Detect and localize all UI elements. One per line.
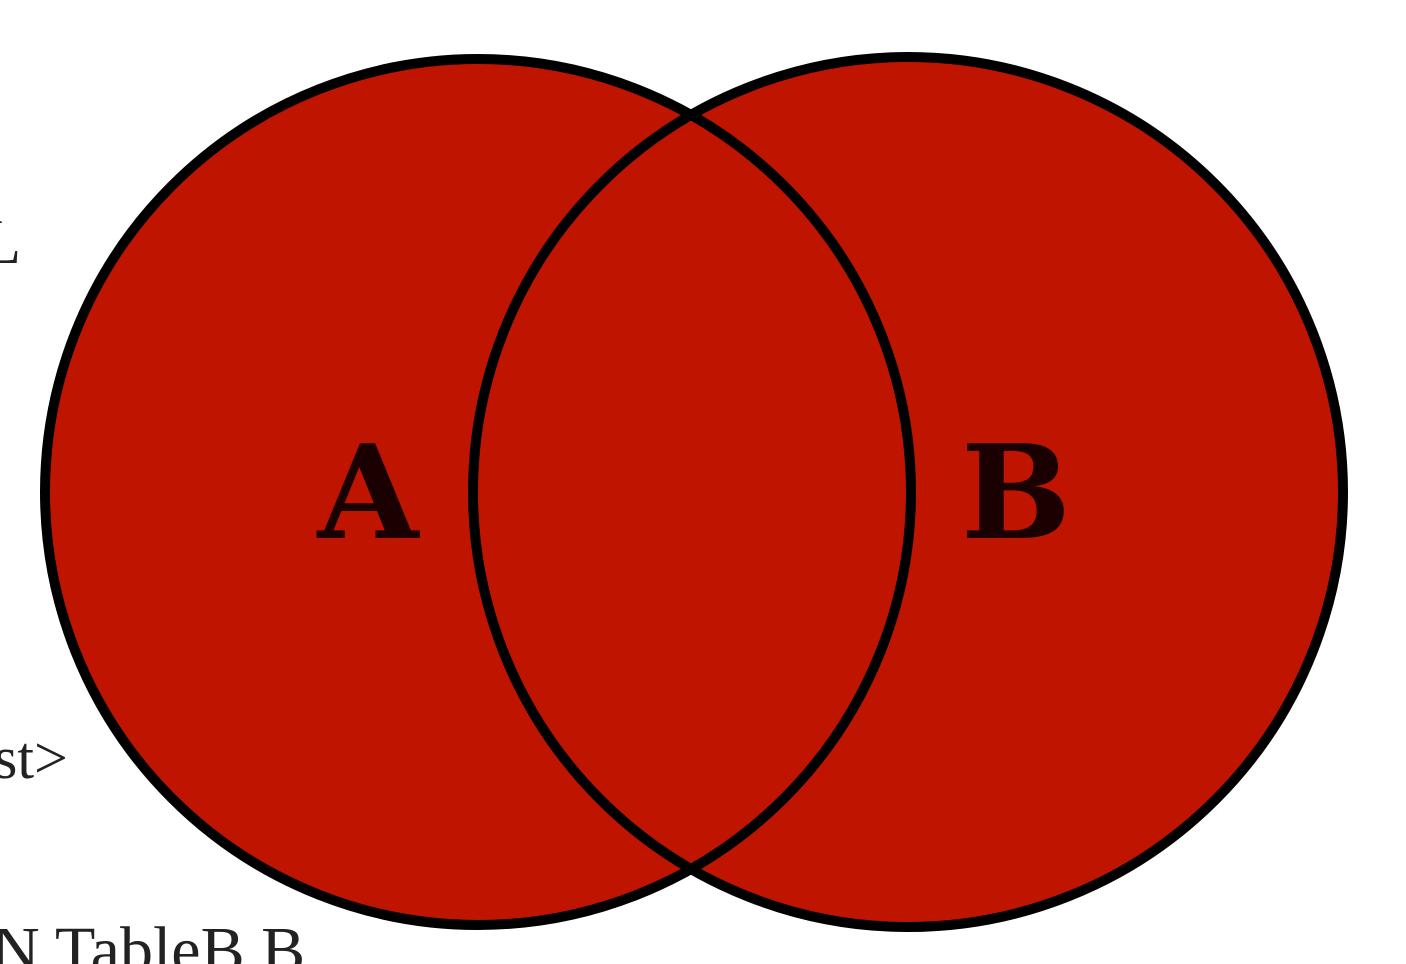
cropped-text-bottom: N TableB B [0, 914, 306, 964]
cropped-text-left-mid: st> [0, 725, 68, 791]
label-a: A [316, 416, 421, 569]
circle-a-outline [40, 54, 916, 930]
cropped-text-left-top: L [0, 206, 22, 277]
circle-b-outline [468, 52, 1348, 932]
label-b: B [961, 416, 1071, 569]
